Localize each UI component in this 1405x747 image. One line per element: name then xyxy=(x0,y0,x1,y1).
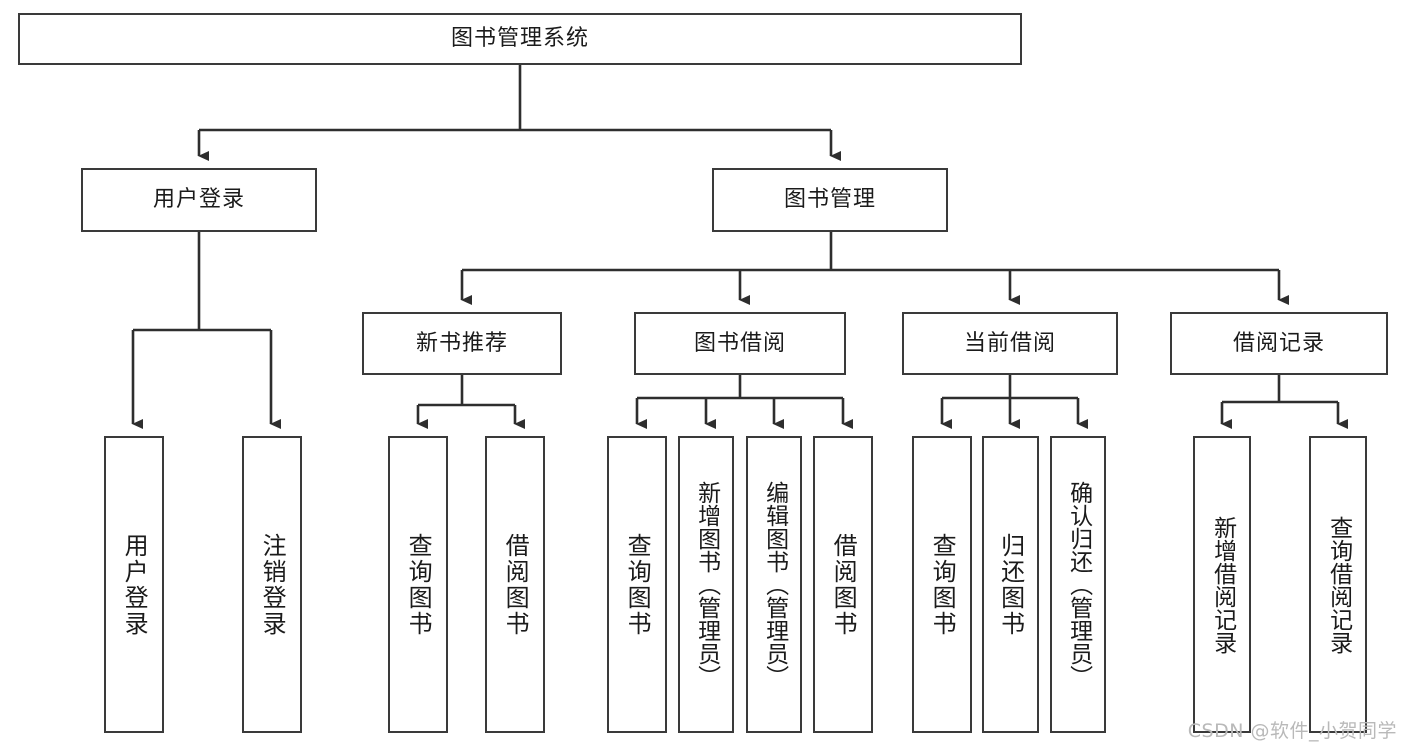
node-leaf-query-book-3[interactable]: 查询图书 xyxy=(912,436,972,733)
node-borrow-record-label: 借阅记录 xyxy=(1232,330,1325,356)
node-book-borrow-label: 图书借阅 xyxy=(693,330,786,356)
node-leaf-return-book[interactable]: 归还图书 xyxy=(982,436,1039,733)
node-current-borrow[interactable]: 当前借阅 xyxy=(902,312,1118,375)
node-leaf-user-login[interactable]: 用户登录 xyxy=(104,436,164,733)
node-book-manage-label: 图书管理 xyxy=(783,187,876,213)
node-leaf-edit-book[interactable]: 编辑图书（管理员） xyxy=(746,436,802,733)
node-leaf-borrow-book-2[interactable]: 借阅图书 xyxy=(813,436,873,733)
node-new-book-rec-label: 新书推荐 xyxy=(415,330,508,356)
node-leaf-edit-book-label: 编辑图书（管理员） xyxy=(761,481,788,688)
node-borrow-record[interactable]: 借阅记录 xyxy=(1170,312,1388,375)
node-leaf-user-login-label: 用户登录 xyxy=(120,532,149,637)
node-user-login-label: 用户登录 xyxy=(152,187,245,213)
node-leaf-query-book-3-label: 查询图书 xyxy=(928,532,957,637)
node-root[interactable]: 图书管理系统 xyxy=(18,13,1022,65)
node-leaf-query-book-1-label: 查询图书 xyxy=(404,532,433,637)
node-leaf-query-book-2-label: 查询图书 xyxy=(623,532,652,637)
node-leaf-add-book-label: 新增图书（管理员） xyxy=(693,481,720,688)
node-leaf-logout-label: 注销登录 xyxy=(258,532,287,637)
node-leaf-return-book-label: 归还图书 xyxy=(996,532,1025,637)
node-book-manage[interactable]: 图书管理 xyxy=(712,168,948,232)
node-leaf-query-book-1[interactable]: 查询图书 xyxy=(388,436,448,733)
node-leaf-confirm-return-label: 确认归还（管理员） xyxy=(1065,481,1092,688)
node-leaf-add-record[interactable]: 新增借阅记录 xyxy=(1193,436,1251,733)
node-leaf-confirm-return[interactable]: 确认归还（管理员） xyxy=(1050,436,1106,733)
node-root-label: 图书管理系统 xyxy=(450,26,589,52)
node-leaf-logout[interactable]: 注销登录 xyxy=(242,436,302,733)
node-leaf-borrow-book-1[interactable]: 借阅图书 xyxy=(485,436,545,733)
node-leaf-query-record[interactable]: 查询借阅记录 xyxy=(1309,436,1367,733)
node-leaf-add-record-label: 新增借阅记录 xyxy=(1209,515,1236,654)
node-leaf-query-book-2[interactable]: 查询图书 xyxy=(607,436,667,733)
node-new-book-rec[interactable]: 新书推荐 xyxy=(362,312,562,375)
node-leaf-borrow-book-1-label: 借阅图书 xyxy=(501,532,530,637)
node-current-borrow-label: 当前借阅 xyxy=(963,330,1056,356)
node-leaf-borrow-book-2-label: 借阅图书 xyxy=(829,532,858,637)
node-user-login[interactable]: 用户登录 xyxy=(81,168,317,232)
node-leaf-add-book[interactable]: 新增图书（管理员） xyxy=(678,436,734,733)
node-book-borrow[interactable]: 图书借阅 xyxy=(634,312,846,375)
csdn-watermark: CSDN @软件_小贺同学 xyxy=(1187,720,1397,742)
node-leaf-query-record-label: 查询借阅记录 xyxy=(1325,515,1352,654)
